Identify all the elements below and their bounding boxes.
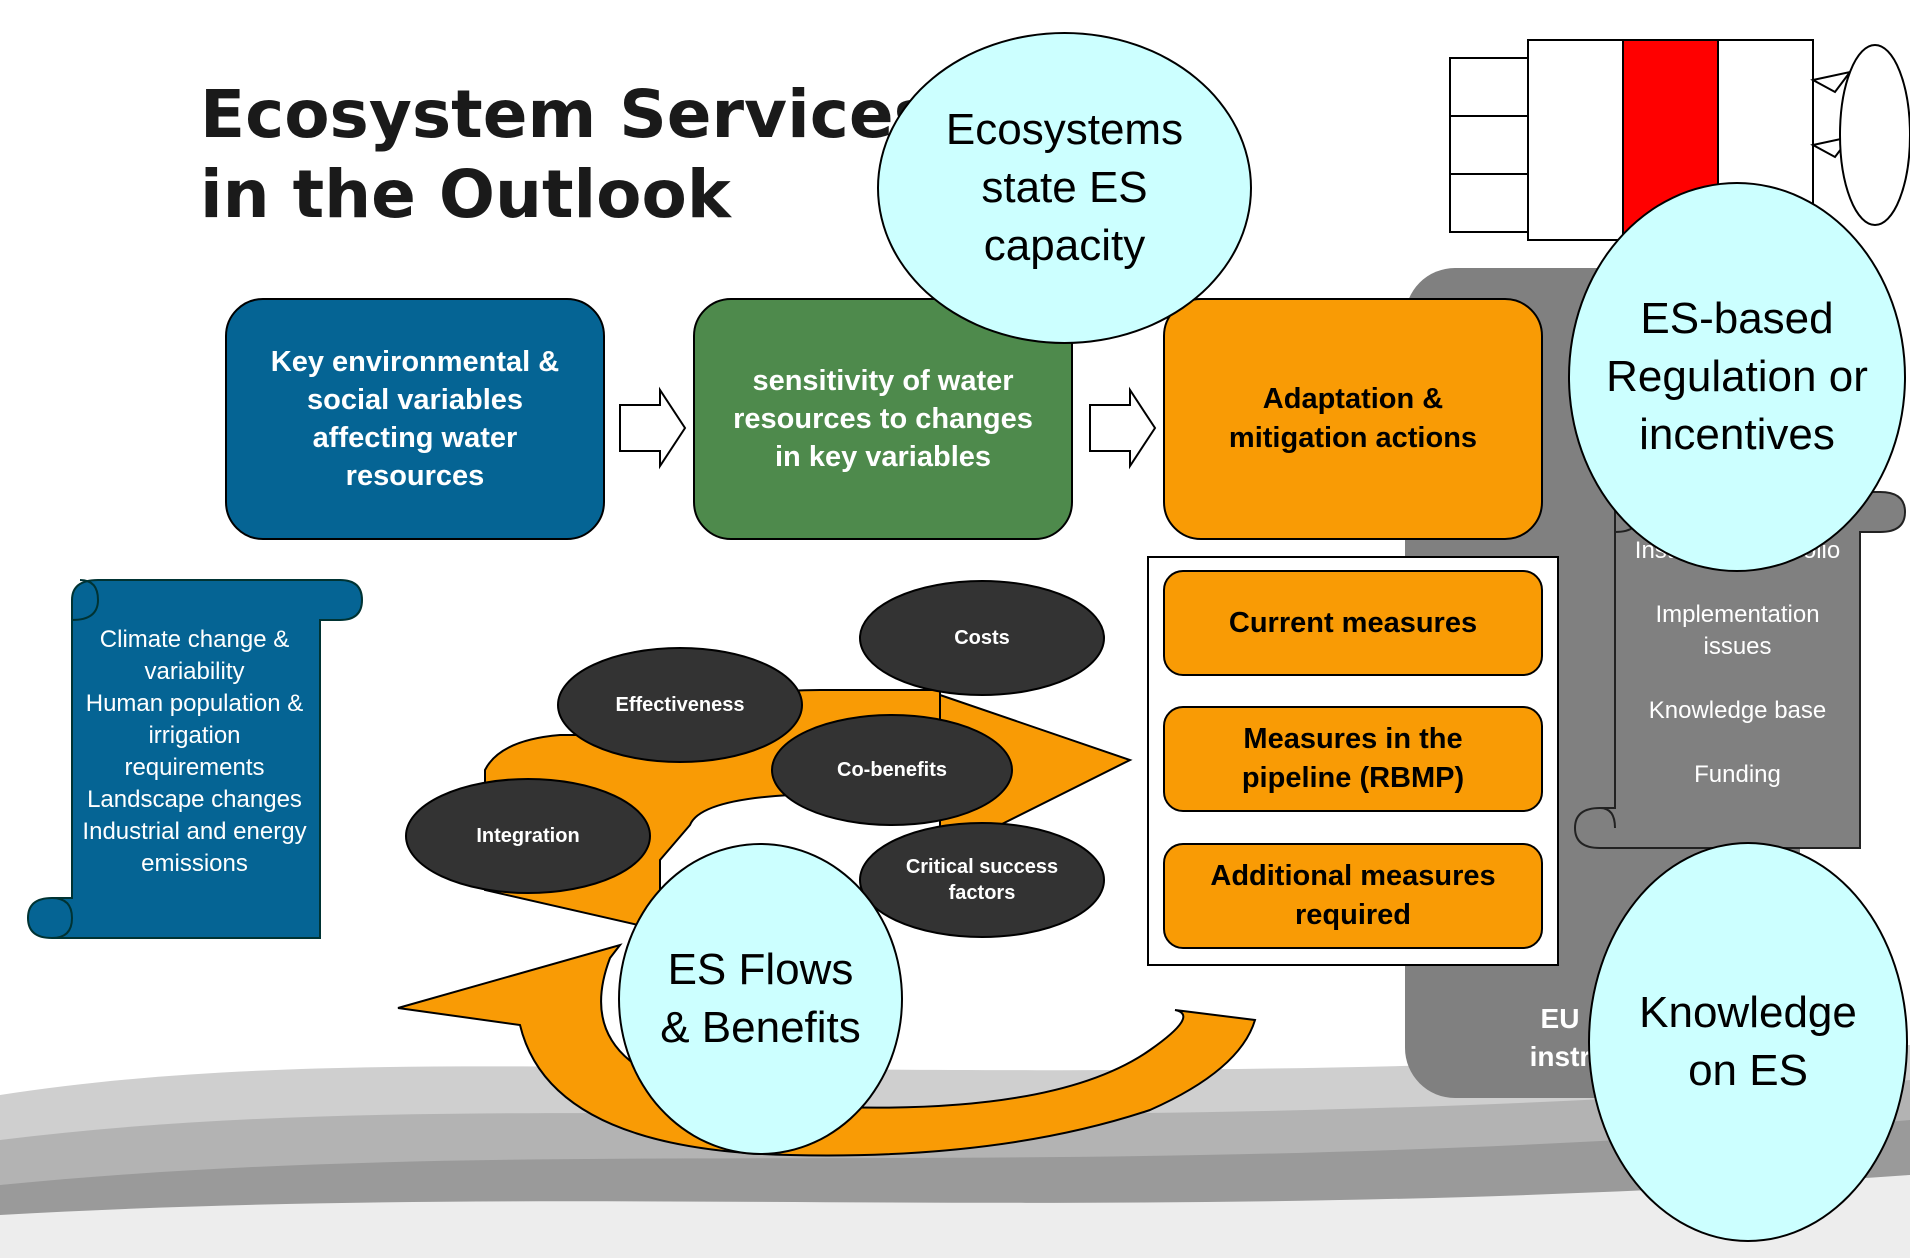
driver-item: Climate change & variability bbox=[99, 626, 290, 685]
wave-decoration bbox=[0, 1045, 1910, 1258]
flow-arrow-1 bbox=[619, 386, 687, 470]
drivers-scroll bbox=[26, 579, 364, 939]
ecosystems-state-circle: Ecosystems state ES capacity bbox=[877, 32, 1252, 344]
driver-item: Human population & irrigation requiremen… bbox=[85, 690, 304, 781]
sensitivity-text: sensitivity of water resources to change… bbox=[733, 365, 1033, 473]
instrument-item: Funding bbox=[1694, 761, 1781, 788]
measure-label: Measures in the pipeline (RBMP) bbox=[1241, 723, 1465, 794]
title-line-2: in the Outlook bbox=[200, 156, 731, 233]
pipeline-measures-box: Measures in the pipeline (RBMP) bbox=[1163, 706, 1543, 812]
measure-label: Additional measures required bbox=[1210, 860, 1496, 931]
effectiveness-label: Effectiveness bbox=[615, 694, 745, 716]
eu-label: EU instr bbox=[1529, 1003, 1591, 1072]
adaptation-text: Adaptation & mitigation actions bbox=[1228, 383, 1478, 454]
costs-label: Costs bbox=[954, 627, 1010, 649]
es-regulation-circle: ES-based Regulation or incentives bbox=[1568, 182, 1906, 572]
instrument-list: Instrument portfolio Implementation issu… bbox=[1625, 535, 1850, 791]
current-measures-box: Current measures bbox=[1163, 570, 1543, 676]
driver-item: Landscape changes bbox=[87, 786, 302, 813]
flow-arrow-2 bbox=[1089, 386, 1157, 470]
key-variables-box: Key environmental & social variables aff… bbox=[225, 298, 605, 540]
key-variables-text: Key environmental & social variables aff… bbox=[270, 346, 560, 492]
integration-label: Integration bbox=[476, 825, 580, 847]
measure-label: Current measures bbox=[1228, 606, 1478, 639]
critical-success-label: Critical success factors bbox=[905, 856, 1059, 904]
adaptation-box: Adaptation & mitigation actions bbox=[1163, 298, 1543, 540]
instrument-item: Knowledge base bbox=[1648, 697, 1827, 724]
es-flows-circle: ES Flows & Benefits bbox=[618, 843, 903, 1155]
criteria-ellipses bbox=[405, 580, 1105, 938]
additional-measures-box: Additional measures required bbox=[1163, 843, 1543, 949]
drivers-list: Climate change & variability Human popul… bbox=[82, 624, 307, 880]
co-benefits-label: Co-benefits bbox=[837, 759, 947, 781]
title-line-1: Ecosystem Services bbox=[200, 76, 933, 153]
sensitivity-box: sensitivity of water resources to change… bbox=[693, 298, 1073, 540]
instrument-item: Implementation issues bbox=[1655, 601, 1820, 660]
page-title: Ecosystem Services in the Outlook bbox=[200, 75, 933, 235]
knowledge-on-es-circle: Knowledge on ES bbox=[1588, 842, 1908, 1242]
driver-item: Industrial and energy emissions bbox=[82, 818, 307, 877]
